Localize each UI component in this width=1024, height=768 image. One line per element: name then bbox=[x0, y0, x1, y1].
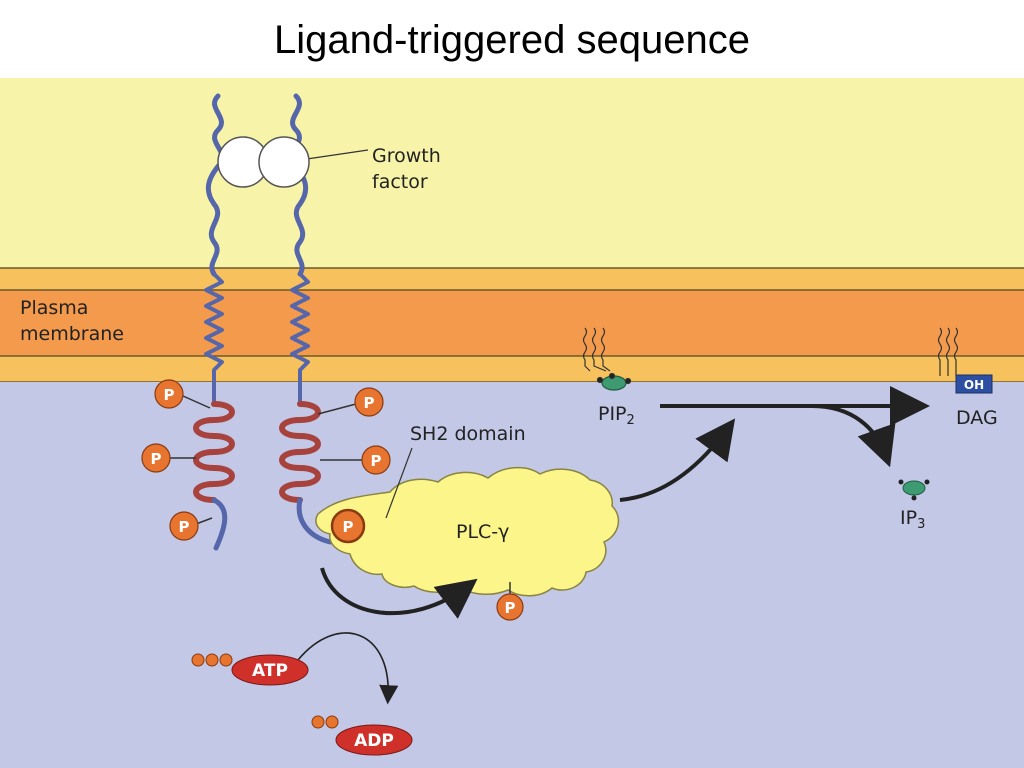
phosphate-group: P bbox=[361, 445, 391, 475]
membrane-core bbox=[0, 290, 1024, 356]
svg-text:ADP: ADP bbox=[354, 731, 394, 751]
growth-factor-label: Growth bbox=[372, 145, 441, 167]
oh-box bbox=[955, 374, 993, 394]
membrane-upper-leaflet bbox=[0, 268, 1024, 290]
svg-text:P: P bbox=[343, 518, 354, 536]
phosphate-group: P bbox=[496, 593, 524, 621]
plasma-membrane-label-line2: membrane bbox=[20, 323, 124, 345]
sh2-domain-label: SH2 domain bbox=[410, 423, 526, 445]
membrane-lower-leaflet bbox=[0, 356, 1024, 382]
svg-text:P: P bbox=[364, 394, 375, 412]
extracellular-space bbox=[0, 78, 1024, 268]
receptor-right-chain bbox=[279, 93, 333, 545]
plc-gamma-label: PLC-γ bbox=[456, 521, 509, 543]
plc-to-pip2-arrow bbox=[619, 418, 736, 502]
pathway-diagram: Plasma membrane Growth factor P P P P P … bbox=[0, 78, 1024, 768]
svg-text:P: P bbox=[179, 518, 190, 536]
plasma-membrane-label: Plasma bbox=[20, 297, 88, 319]
svg-text:ATP: ATP bbox=[252, 661, 288, 681]
receptor-left-chain bbox=[193, 93, 235, 551]
atp-to-adp-arrow bbox=[297, 632, 399, 705]
phosphate-group: P bbox=[354, 387, 384, 417]
slide-title: Ligand-triggered sequence bbox=[274, 18, 750, 62]
ip3-molecule bbox=[898, 479, 930, 501]
plc-gamma-enzyme bbox=[315, 466, 620, 597]
phosphate-group: P bbox=[154, 379, 184, 409]
svg-text:P: P bbox=[151, 450, 162, 468]
phosphate-group: P bbox=[330, 508, 366, 544]
svg-text:P: P bbox=[505, 599, 516, 617]
svg-text:P: P bbox=[371, 452, 382, 470]
svg-text:P: P bbox=[164, 386, 175, 404]
dag-molecule bbox=[937, 327, 959, 376]
adp-molecule: ADP bbox=[311, 715, 413, 756]
growth-factor bbox=[217, 136, 310, 188]
ip3-label: IP3 bbox=[900, 507, 925, 532]
ip3-branch-arrow bbox=[811, 404, 896, 468]
phosphorylation-arrow bbox=[320, 567, 478, 619]
dag-label: DAG bbox=[956, 407, 998, 429]
oh-label: OH bbox=[964, 378, 984, 392]
pip2-label: PIP2 bbox=[598, 403, 635, 428]
pip2-molecule bbox=[582, 327, 632, 391]
growth-factor-label-line2: factor bbox=[372, 171, 428, 193]
atp-molecule: ATP bbox=[191, 653, 309, 686]
phosphate-group: P bbox=[141, 443, 171, 473]
phosphate-group: P bbox=[169, 511, 199, 541]
